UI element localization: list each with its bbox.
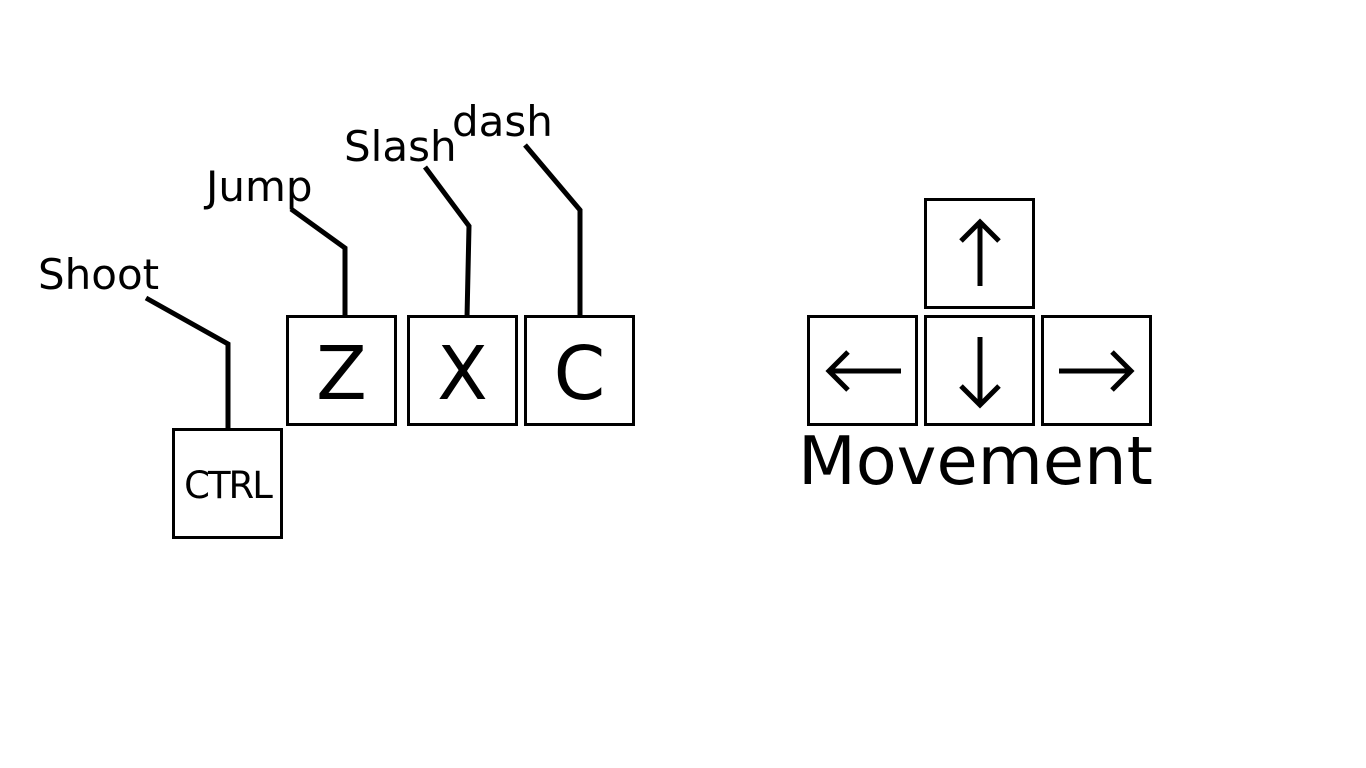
- arrow-left-icon: [824, 349, 901, 392]
- dash-label: dash: [452, 97, 553, 146]
- slash-label: Slash: [344, 122, 457, 171]
- down-arrow-key: [924, 315, 1035, 426]
- right-arrow-key: [1041, 315, 1152, 426]
- z-key: Z: [286, 315, 397, 426]
- x-key: X: [407, 315, 518, 426]
- up-arrow-key: [924, 198, 1035, 309]
- leader-line-jump: [289, 206, 348, 318]
- leader-line-slash: [422, 165, 472, 319]
- movement-caption: Movement: [798, 422, 1153, 500]
- c-key: C: [524, 315, 635, 426]
- ctrl-key-label: CTRL: [184, 464, 273, 507]
- leader-line-dash: [523, 143, 583, 318]
- arrow-up-icon: [958, 217, 1001, 286]
- leader-line-shoot: [144, 295, 231, 430]
- arrow-down-icon: [958, 336, 1001, 409]
- x-key-label: X: [437, 330, 488, 417]
- z-key-label: Z: [316, 330, 367, 417]
- ctrl-key: CTRL: [172, 428, 283, 539]
- jump-label: Jump: [206, 162, 313, 211]
- arrow-right-icon: [1058, 349, 1135, 392]
- c-key-label: C: [553, 330, 606, 417]
- shoot-label: Shoot: [38, 250, 160, 299]
- left-arrow-key: [807, 315, 918, 426]
